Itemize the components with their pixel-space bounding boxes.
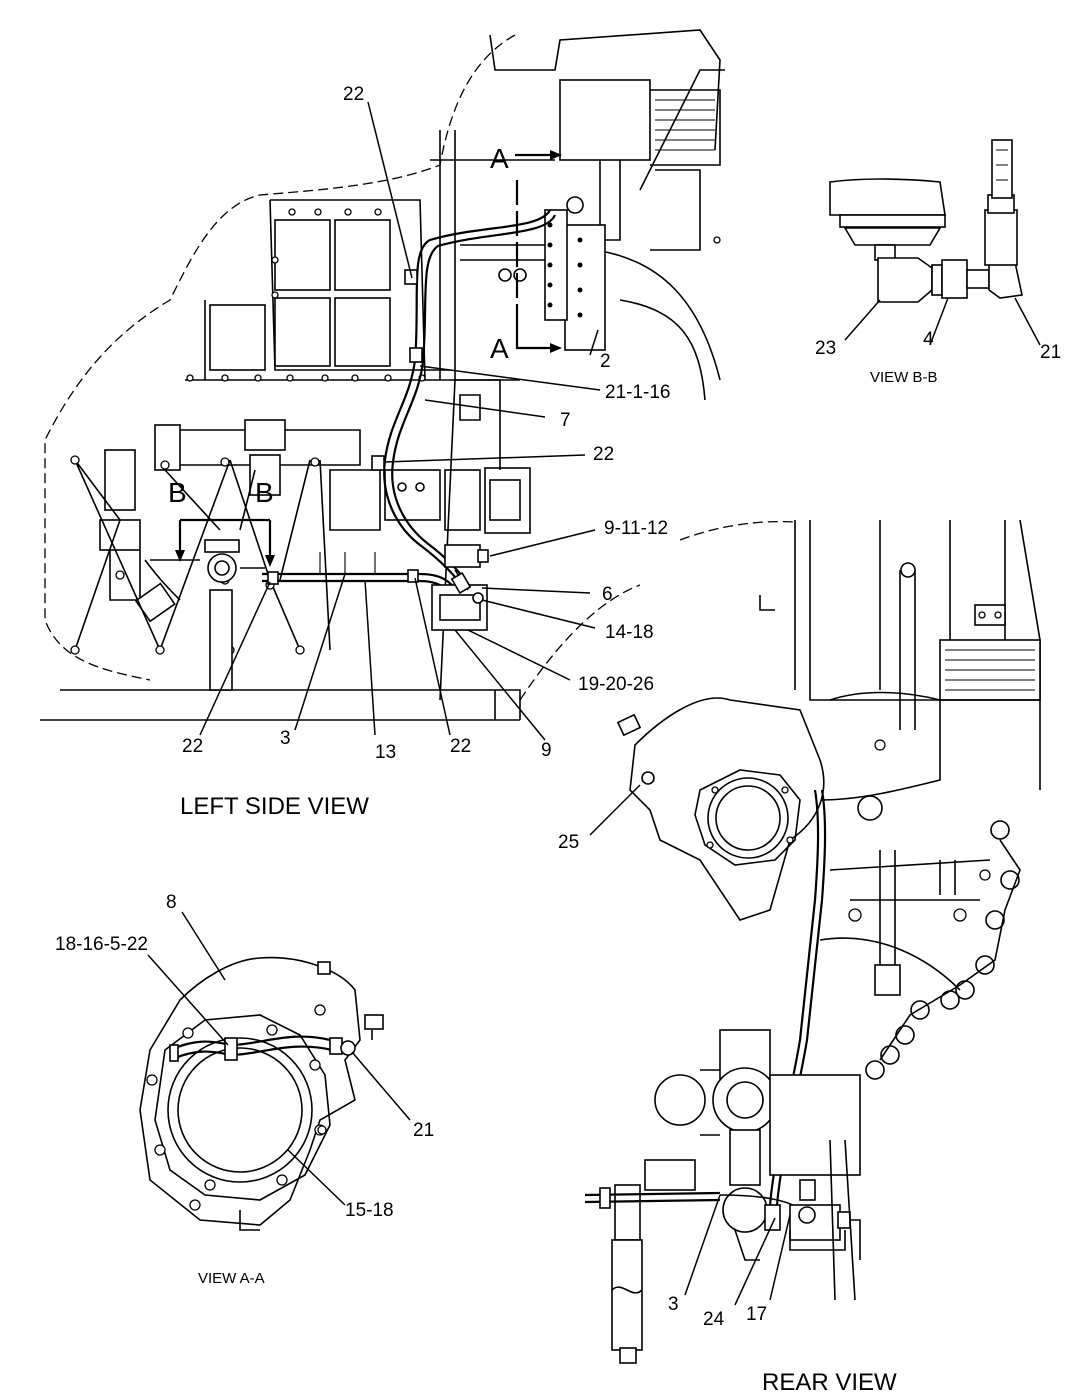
- callout-9: 9: [541, 740, 552, 761]
- callout-15-18: 15-18: [345, 1200, 394, 1221]
- callout-19-20-26: 19-20-26: [578, 674, 654, 695]
- flange-bolts: [547, 222, 583, 318]
- callout-labels: 22 2 21-1-16 7 22 9-11-12 6 14-18 19-20-…: [55, 84, 1061, 1330]
- callout-22-bottom-right: 22: [450, 736, 471, 757]
- title-view-b-b: VIEW B-B: [870, 369, 938, 386]
- callout-2: 2: [600, 351, 611, 372]
- view-a-a: [139, 911, 411, 1231]
- leader-lines-left: [199, 101, 601, 741]
- left-side-view: [40, 29, 725, 741]
- callout-8: 8: [166, 892, 177, 913]
- counterweight-chain: [865, 820, 1020, 1080]
- aa-bolts: [146, 1004, 327, 1211]
- callout-18-16-5-22: 18-16-5-22: [55, 934, 148, 955]
- callout-3-left: 3: [280, 728, 291, 749]
- callout-24: 24: [703, 1309, 725, 1330]
- section-marker-labels: A A B B: [168, 143, 509, 508]
- callout-22-bottom-left: 22: [182, 736, 203, 757]
- callout-21-1-16: 21-1-16: [605, 382, 671, 403]
- callout-25: 25: [558, 832, 579, 853]
- title-rear-view: REAR VIEW: [762, 1369, 897, 1396]
- view-titles: LEFT SIDE VIEW REAR VIEW VIEW A-A VIEW B…: [180, 369, 938, 1396]
- leader-lines-rear: [589, 784, 791, 1306]
- view-b-b: [829, 139, 1041, 346]
- callout-21-view-aa: 21: [413, 1120, 434, 1141]
- callout-14-18: 14-18: [605, 622, 654, 643]
- section-b-left: B: [168, 477, 187, 508]
- title-view-a-a: VIEW A-A: [198, 1270, 265, 1287]
- callout-4: 4: [923, 329, 934, 350]
- section-a-bottom: A: [490, 333, 509, 364]
- callout-7: 7: [560, 410, 571, 431]
- block-bolts: [186, 208, 426, 382]
- callout-23: 23: [815, 338, 836, 359]
- callout-22-mid: 22: [593, 444, 614, 465]
- callout-17: 17: [746, 1304, 767, 1325]
- callout-3-rear: 3: [668, 1294, 679, 1315]
- callout-21-view-bb: 21: [1040, 342, 1061, 363]
- callout-9-11-12: 9-11-12: [604, 518, 668, 539]
- title-left-side-view: LEFT SIDE VIEW: [180, 793, 369, 820]
- callout-6: 6: [602, 584, 613, 605]
- callout-13: 13: [375, 742, 396, 763]
- section-b-right: B: [255, 477, 274, 508]
- port-bolts: [706, 786, 794, 849]
- section-a-top: A: [490, 143, 509, 174]
- callout-22-top: 22: [343, 84, 364, 105]
- rear-view: [584, 519, 1041, 1364]
